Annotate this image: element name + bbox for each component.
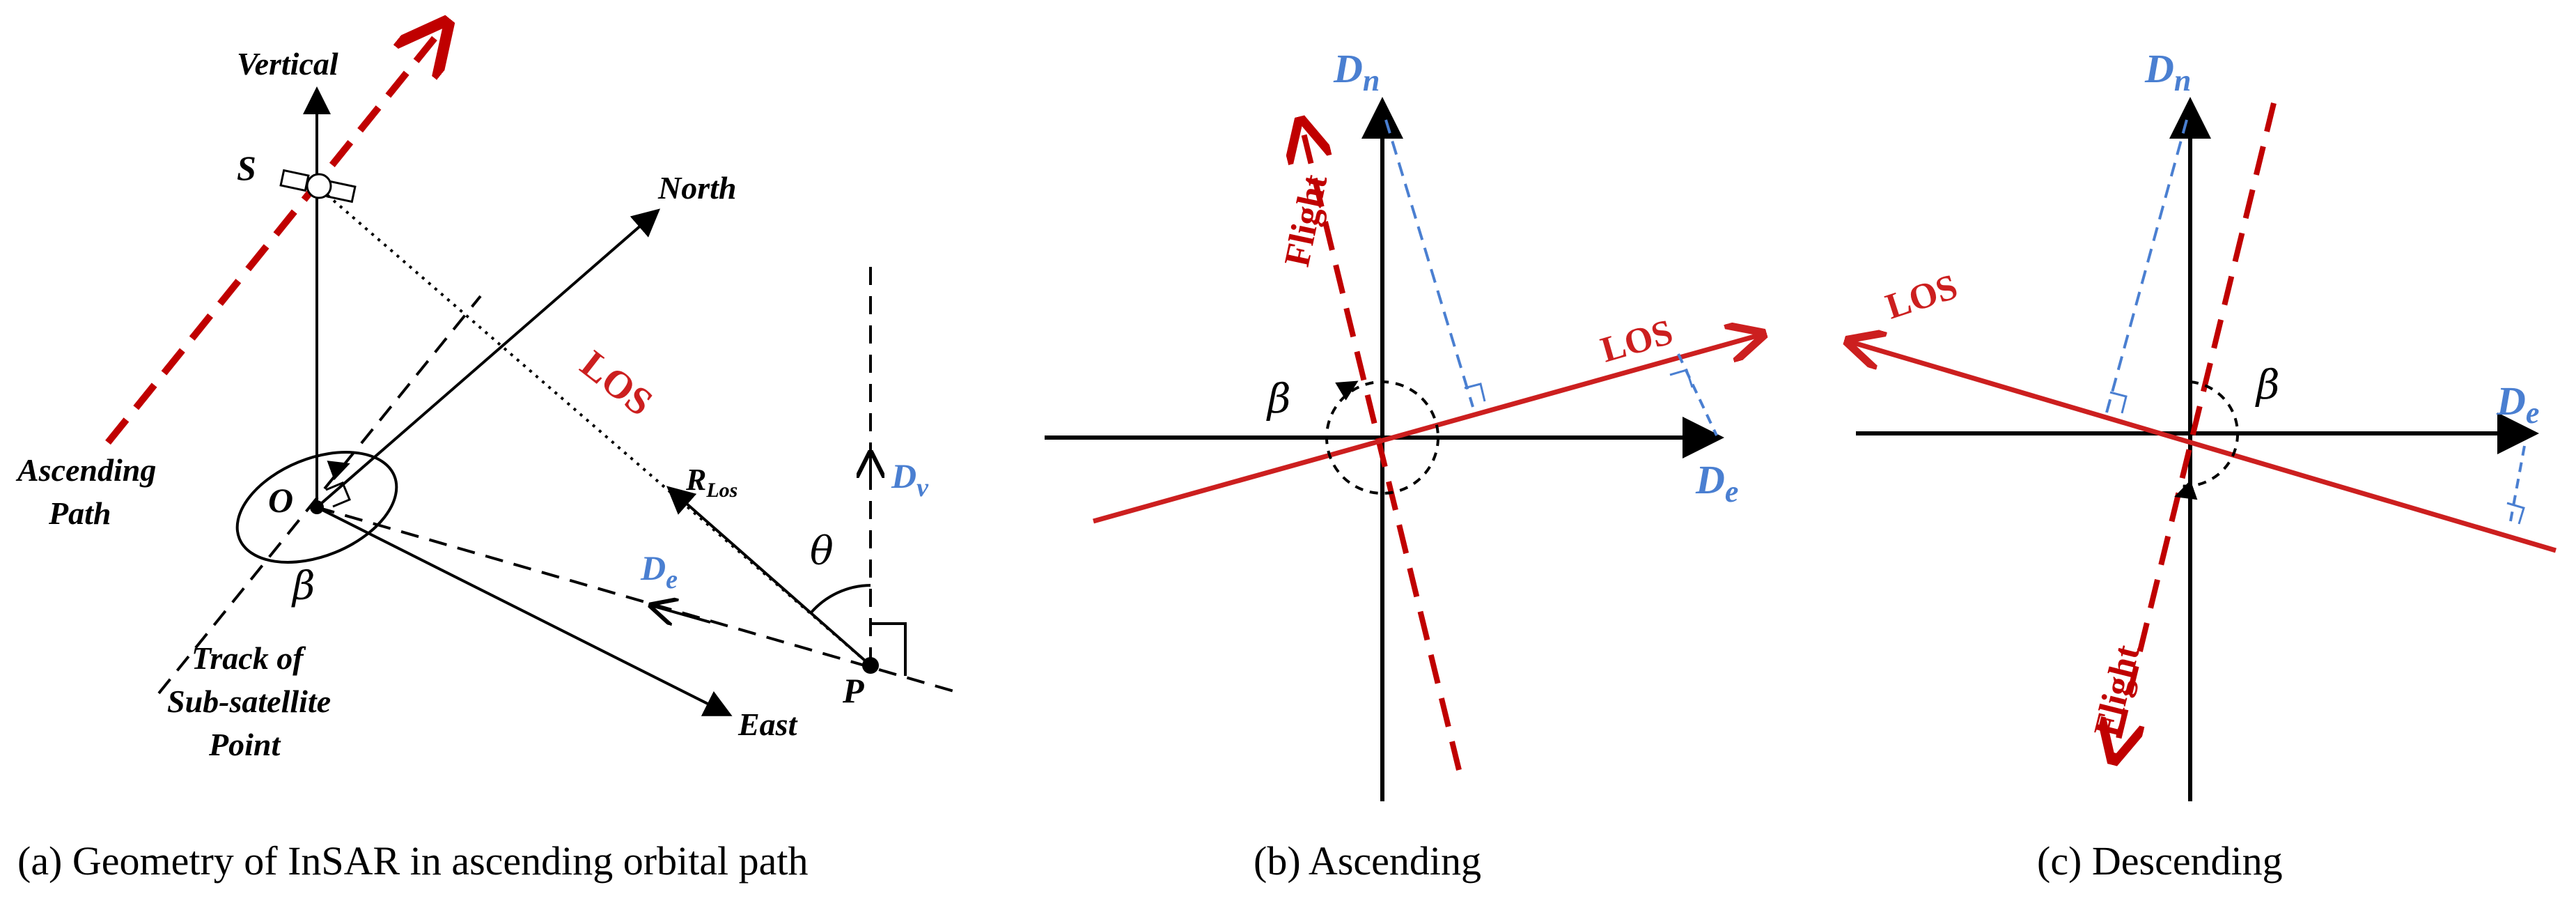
d-e-dashed-line bbox=[316, 506, 962, 695]
satellite-icon bbox=[279, 169, 357, 203]
c-beta-arrow bbox=[2174, 479, 2198, 500]
label-satellite: S bbox=[237, 148, 256, 187]
label-vertical: Vertical bbox=[237, 46, 338, 82]
c-label-los: LOS bbox=[1881, 267, 1962, 327]
b-d-n-projection bbox=[1384, 119, 1474, 408]
caption-a: (a) Geometry of InSAR in ascending orbit… bbox=[17, 838, 809, 884]
c-label-flight: Flight bbox=[2086, 641, 2148, 741]
right-angle-o bbox=[325, 481, 351, 508]
label-r-los: RLos bbox=[685, 463, 737, 502]
panel-b: Dn Flight LOS β De (b) Ascending bbox=[1045, 46, 1762, 884]
caption-c: (c) Descending bbox=[2037, 838, 2283, 884]
right-angle-p bbox=[871, 622, 907, 676]
theta-arc bbox=[809, 584, 871, 615]
label-d-e: De bbox=[640, 548, 678, 594]
b-beta-circle bbox=[1325, 380, 1439, 495]
r-los-arrow bbox=[666, 486, 872, 667]
c-label-d-e: De bbox=[2496, 378, 2539, 430]
label-beta: β bbox=[291, 564, 315, 609]
label-ascending: Ascending bbox=[15, 452, 156, 488]
label-track-1: Track of bbox=[192, 640, 306, 676]
label-track-2: Sub-satellite bbox=[167, 684, 331, 719]
b-label-d-n: Dn bbox=[1333, 46, 1380, 98]
c-d-n-projection bbox=[2105, 119, 2188, 413]
ground-track-line bbox=[157, 295, 482, 695]
b-label-flight: Flight bbox=[1277, 171, 1336, 270]
east-axis bbox=[316, 506, 733, 716]
caption-b: (b) Ascending bbox=[1254, 838, 1481, 884]
b-right-angle-1 bbox=[1464, 383, 1486, 402]
c-los-line bbox=[1849, 341, 2557, 553]
b-los-line bbox=[1093, 334, 1762, 524]
point-p bbox=[862, 657, 879, 674]
b-right-angle-2 bbox=[1669, 369, 1694, 388]
label-theta: θ bbox=[810, 529, 834, 574]
label-north: North bbox=[657, 170, 736, 206]
label-east: East bbox=[737, 707, 798, 742]
c-right-angle-1 bbox=[2109, 391, 2128, 414]
b-flight-line bbox=[1301, 122, 1462, 771]
c-label-beta: β bbox=[2255, 361, 2280, 408]
label-point-p: P bbox=[842, 671, 864, 710]
label-track-3: Point bbox=[208, 727, 281, 762]
label-d-v: Dv bbox=[891, 456, 929, 502]
panel-c: Dn LOS β De Flight (c) Descending bbox=[1849, 46, 2557, 884]
label-origin: O bbox=[268, 481, 293, 520]
c-d-e-projection bbox=[2509, 445, 2526, 522]
b-beta-arrow bbox=[1335, 380, 1359, 401]
ellipse-arrow bbox=[327, 461, 350, 481]
c-label-d-n: Dn bbox=[2144, 46, 2191, 98]
c-beta-arc bbox=[2178, 380, 2240, 488]
label-los: LOS bbox=[572, 342, 660, 424]
los-line bbox=[326, 194, 872, 667]
d-e-arrow bbox=[651, 606, 711, 622]
b-d-e-projection bbox=[1677, 353, 1718, 436]
origin-point bbox=[310, 500, 324, 514]
panel-a: Vertical S North Ascending Path LOS O RL… bbox=[15, 24, 962, 884]
label-path: Path bbox=[48, 495, 111, 531]
beta-ellipse bbox=[235, 451, 398, 564]
c-right-angle-2 bbox=[2506, 502, 2525, 525]
ascending-path-line bbox=[105, 24, 446, 445]
b-label-d-e: De bbox=[1695, 457, 1738, 509]
c-flight-line bbox=[2114, 102, 2277, 759]
b-label-beta: β bbox=[1266, 375, 1291, 422]
